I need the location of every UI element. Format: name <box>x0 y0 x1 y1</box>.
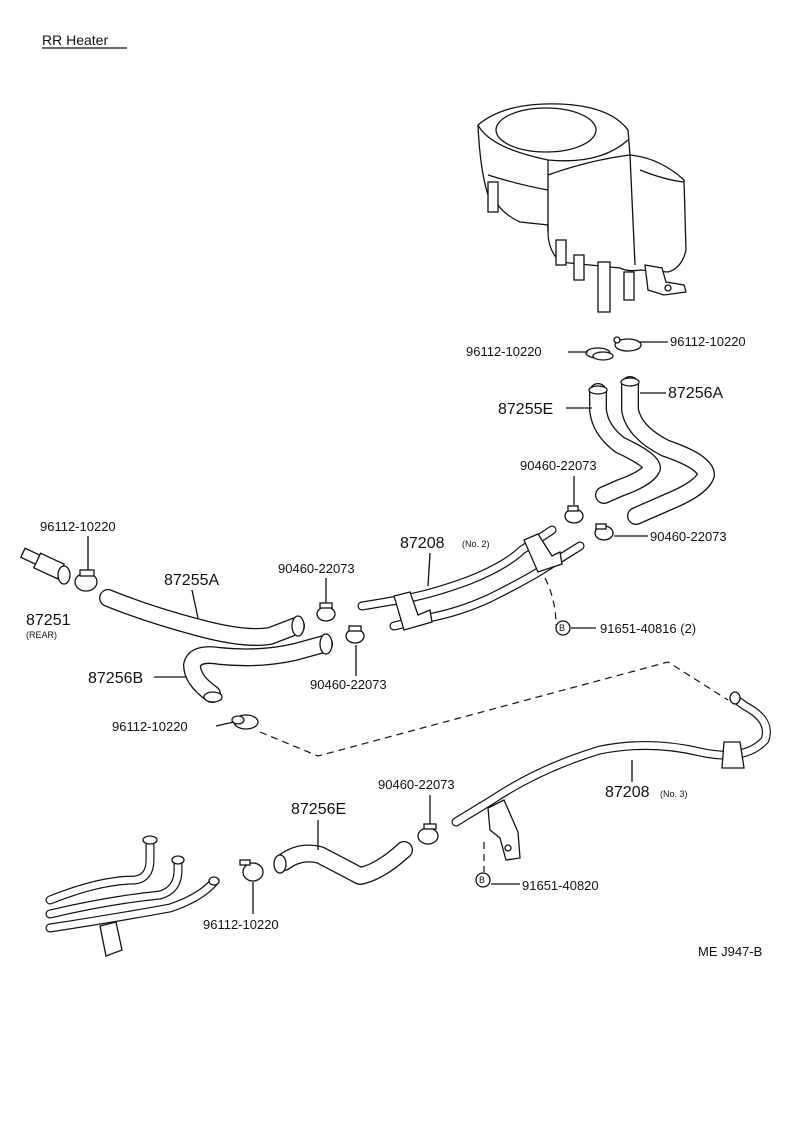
clamp-top-a <box>585 347 614 361</box>
label-hose-87256E: 87256E <box>291 801 346 818</box>
clamp-mid <box>231 714 259 730</box>
label-joint-rear: (REAR) <box>26 630 57 640</box>
label-clamp-mid: 96112-10220 <box>112 719 188 734</box>
label-clamp-bottom: 96112-10220 <box>203 917 279 932</box>
clip-mid-1 <box>316 602 336 622</box>
clamp-left <box>74 569 98 592</box>
joint-87251 <box>19 547 71 585</box>
bolt-marker-lower <box>475 872 491 888</box>
clip-upper-1 <box>564 505 584 524</box>
leader-pipe-87208-no2 <box>427 552 431 587</box>
label-pipe-87208-no2-num: 87208 <box>400 535 445 552</box>
hose-87255E <box>588 383 661 504</box>
rear-heater-unit <box>477 103 687 313</box>
label-clamp-left: 96112-10220 <box>40 519 116 534</box>
label-pipe-87208-no3-num: 87208 <box>605 784 650 801</box>
clip-mid-2 <box>345 625 365 644</box>
leader-hose-87255A <box>191 589 199 619</box>
label-hose-87256A: 87256A <box>668 385 723 402</box>
label-joint-87251: 87251 <box>26 612 71 629</box>
bolt-marker-upper <box>555 620 571 636</box>
pipe-87208-no2 <box>357 525 585 631</box>
label-hose-87256B: 87256B <box>88 670 143 687</box>
clamp-top-b <box>613 336 642 352</box>
label-bolt-lower: 91651-40820 <box>522 878 599 893</box>
label-clip-lower: 90460-22073 <box>378 777 455 792</box>
dashed-pipe-connection <box>259 661 729 757</box>
label-hose-87255E: 87255E <box>498 401 553 418</box>
label-pipe-87208-no3-sub: (No. 3) <box>660 789 688 799</box>
clip-lower <box>417 823 439 845</box>
hose-87255A <box>99 589 305 646</box>
hose-87256E <box>273 841 413 885</box>
diagram-code: ME J947-B <box>698 944 762 959</box>
label-clip-mid-1: 90460-22073 <box>278 561 355 576</box>
hose-87256A <box>620 376 715 525</box>
diagram-title: RR Heater <box>42 32 108 48</box>
label-bolt-upper: 91651-40816 (2) <box>600 621 696 636</box>
pipe-assembly-lower-left <box>45 835 220 957</box>
label-hose-87255A: 87255A <box>164 572 219 589</box>
leader-clamp-mid <box>215 721 235 727</box>
clamp-bottom <box>239 859 264 882</box>
label-clip-upper-2: 90460-22073 <box>650 529 727 544</box>
hose-87256B <box>183 633 333 703</box>
label-clip-mid-2: 90460-22073 <box>310 677 387 692</box>
clip-upper-2 <box>594 523 614 541</box>
dashed-bolt-upper <box>544 577 557 626</box>
label-clip-upper-1: 90460-22073 <box>520 458 597 473</box>
bolt-marker-lower-letter: B <box>479 875 485 885</box>
pipe-87208-no3 <box>451 691 771 861</box>
label-clamp-a-top: 96112-10220 <box>466 344 542 359</box>
bolt-marker-upper-letter: B <box>559 623 565 633</box>
label-clamp-b-top: 96112-10220 <box>670 334 746 349</box>
label-pipe-87208-no2-sub: (No. 2) <box>462 539 490 549</box>
